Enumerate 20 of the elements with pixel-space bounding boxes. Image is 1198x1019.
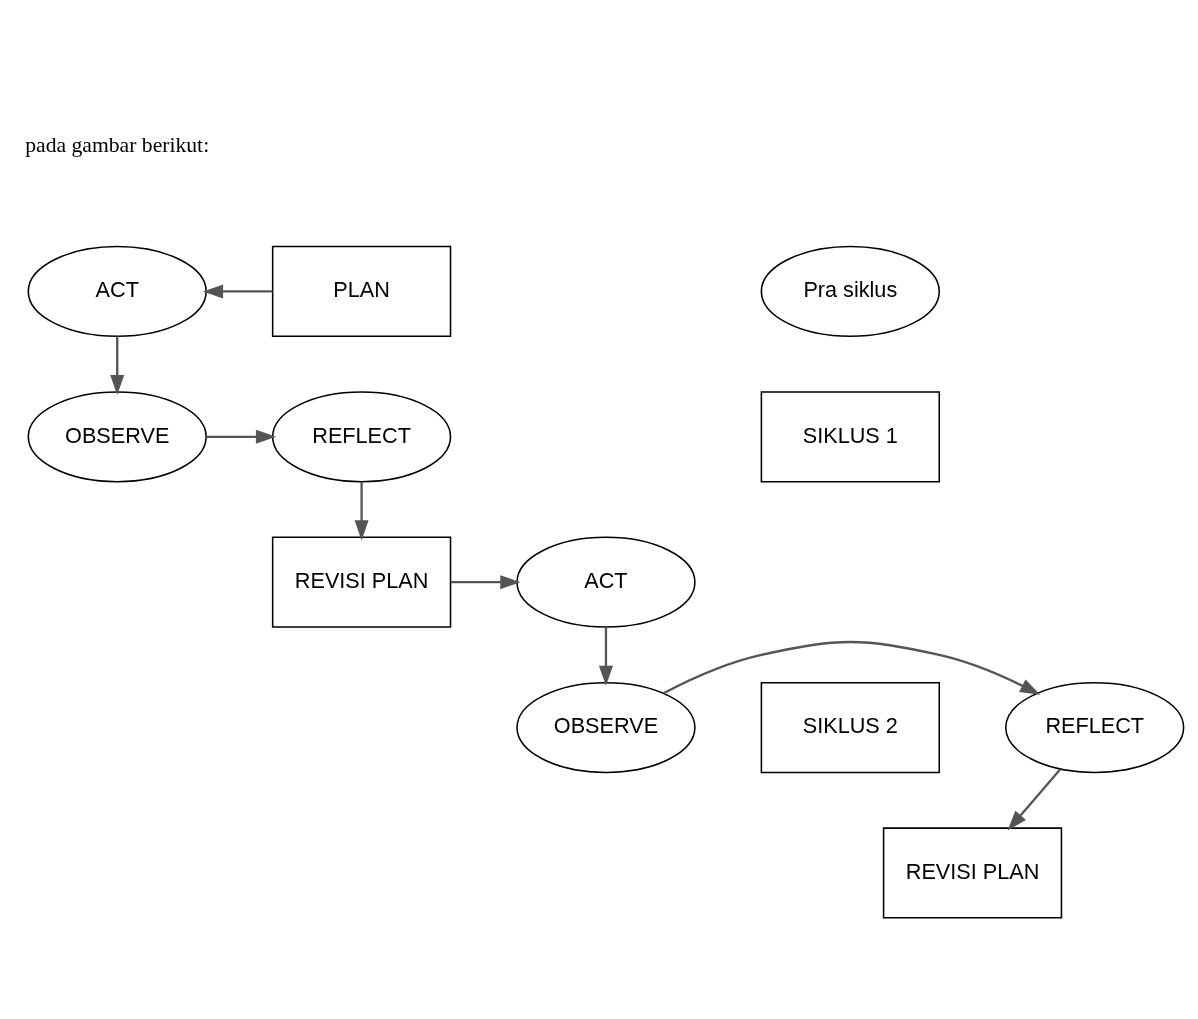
arrow — [598, 627, 613, 686]
node-box: SIKLUS 1 — [760, 391, 941, 483]
arrow — [206, 429, 277, 444]
node-box: PLAN — [271, 245, 452, 338]
node-ellipse: Pra siklus — [760, 245, 941, 338]
node-ellipse: ACT — [27, 245, 207, 338]
node-box: REVISI PLAN — [271, 536, 452, 628]
arrow — [1007, 768, 1061, 831]
node-box: SIKLUS 2 — [760, 681, 941, 774]
arrow — [202, 284, 273, 299]
label: pada gambar berikut: — [25, 132, 210, 157]
node-ellipse: ACT — [516, 536, 696, 628]
arrow — [663, 640, 1041, 695]
node-ellipse: REFLECT — [271, 391, 452, 483]
arrow — [354, 481, 369, 541]
node-box: REVISI PLAN — [882, 827, 1063, 919]
arrow — [110, 336, 125, 396]
node-ellipse: OBSERVE — [27, 391, 207, 483]
arrow — [450, 575, 521, 590]
node-ellipse: OBSERVE — [516, 681, 696, 774]
